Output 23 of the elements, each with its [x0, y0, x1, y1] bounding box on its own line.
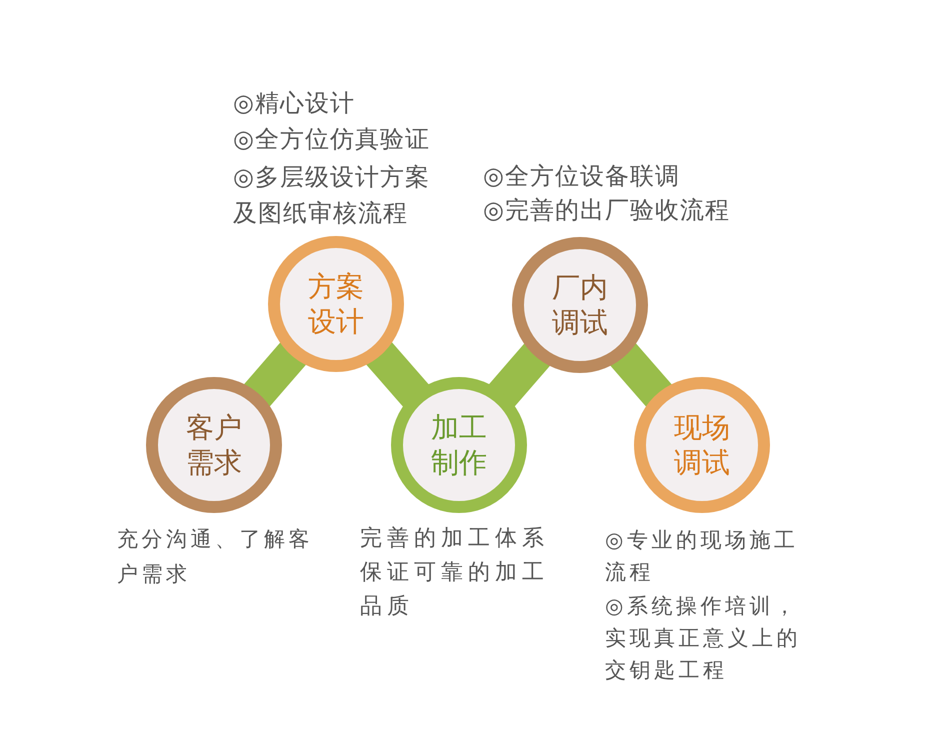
step-description: ◎全方位设备联调 [483, 161, 680, 192]
step-label: 厂内调试 [551, 270, 609, 340]
connector-band [366, 342, 430, 408]
step-circle [146, 377, 282, 513]
step-description: 充分沟通、了解客户需求 [117, 526, 314, 588]
connector-band [244, 342, 306, 407]
step-description: ◎多层级设计方案及图纸审核流程 [233, 162, 431, 229]
step-description: ◎完善的出厂验收流程 [483, 195, 730, 226]
step-circle [391, 377, 527, 513]
step-description: ◎精心设计 [233, 88, 355, 119]
connector-band [610, 342, 672, 408]
step-description: ◎系统操作培训，实现真正意义上的交钥匙工程 [605, 593, 802, 684]
step-circle [512, 237, 648, 373]
step-label: 加工制作 [430, 410, 488, 480]
step-label: 现场调试 [673, 410, 731, 480]
step-label: 客户需求 [185, 410, 243, 480]
step-description: ◎全方位仿真验证 [233, 124, 430, 155]
step-circle [634, 377, 770, 513]
step-circle [268, 236, 404, 372]
connector-band [488, 343, 550, 407]
step-label: 方案设计 [307, 269, 365, 339]
step-description: 完善的加工体系保证可靠的加工品质 [360, 525, 550, 621]
step-description: ◎专业的现场施工流程 [605, 527, 800, 586]
